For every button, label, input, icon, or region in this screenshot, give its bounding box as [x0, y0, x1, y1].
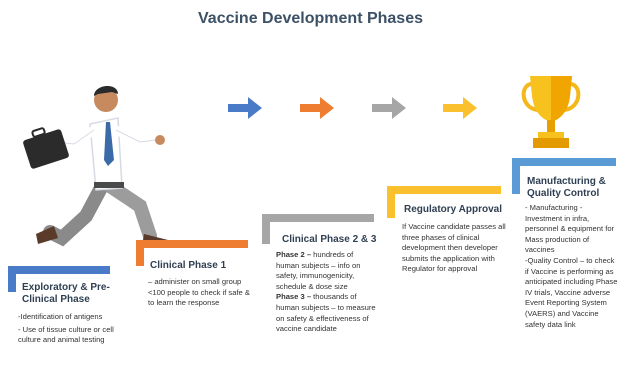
phase-description: Phase 2 – hundreds of human subjects – i… — [276, 250, 376, 335]
phase-description: – administer on small group <100 people … — [148, 277, 258, 309]
phase-heading: Clinical Phase 2 & 3 — [282, 234, 377, 245]
running-businessman-figure — [23, 85, 168, 248]
gray-arrow-icon — [372, 97, 406, 119]
phase-2-label: Phase 2 – — [276, 250, 312, 259]
page-title: Vaccine Development Phases — [198, 10, 423, 27]
phase-heading: Exploratory & Pre-Clinical Phase — [22, 282, 110, 305]
phase-description: If Vaccine candidate passes all three ph… — [402, 222, 506, 275]
phase-description: - Manufacturing - Investment in infra, p… — [525, 203, 619, 330]
step-bar-side — [512, 158, 520, 194]
phase-heading: Manufacturing & Quality Control — [527, 176, 606, 199]
trophy-icon — [521, 76, 581, 148]
step-bar-side — [8, 266, 16, 292]
phase-line: If Vaccine candidate passes all three ph… — [402, 222, 506, 274]
phase-line: - Use of tissue culture or cell culture … — [18, 324, 114, 345]
phase-line: – administer on small group <100 people … — [148, 277, 250, 308]
orange-arrow-icon — [300, 97, 334, 119]
step-bar-side — [387, 186, 395, 218]
phase-line: -Quality Control – to check if Vaccine i… — [525, 255, 618, 329]
step-bar-top — [8, 266, 110, 274]
phase-heading: Clinical Phase 1 — [150, 260, 227, 271]
phase-line: - Manufacturing - Investment in infra, p… — [525, 203, 615, 255]
phase-line: -Identification of antigens — [18, 312, 103, 321]
step-bar-top — [136, 240, 248, 248]
phase-3-label: Phase 3 – — [276, 292, 312, 302]
phase-heading: Regulatory Approval — [404, 204, 502, 215]
step-bar-top — [262, 214, 374, 222]
step-bar-top — [512, 158, 616, 166]
yellow-arrow-icon — [443, 97, 477, 119]
phase-2-text: hundreds of human subjects – info on saf… — [276, 250, 361, 291]
step-bar-top — [387, 186, 501, 194]
step-bar-side — [136, 240, 144, 266]
blue-arrow-icon — [228, 97, 262, 119]
step-bar-side — [262, 214, 270, 244]
phase-description: -Identification of antigens - Use of tis… — [18, 312, 134, 346]
phase-3-text: thousands of human subjects – to measure… — [276, 292, 376, 334]
